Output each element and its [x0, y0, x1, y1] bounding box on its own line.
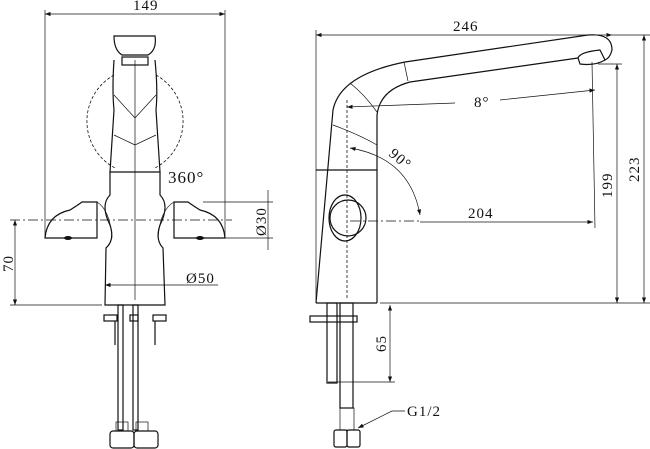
handle-height-label: 70	[1, 255, 17, 272]
outlet-vertical-line	[591, 61, 596, 229]
spout-reach-label: 204	[468, 206, 494, 222]
lever-recess	[328, 194, 362, 242]
spout-outline-top	[315, 34, 613, 304]
handle-indicator	[64, 236, 72, 240]
width-dimension-label: 149	[133, 0, 159, 14]
spout-head	[113, 35, 156, 56]
lever-knob	[329, 199, 367, 237]
handle-joint	[96, 201, 175, 239]
spout-outline-bottom	[376, 57, 579, 303]
spout-angle-label: 8°	[474, 95, 490, 111]
outlet-height-label: 199	[600, 173, 616, 199]
handle-diameter-label: Ø30	[254, 207, 270, 236]
total-height-label: 223	[627, 157, 643, 183]
reach-total-label: 246	[453, 19, 479, 35]
angle-line	[346, 102, 456, 109]
lever-angle-arc	[349, 146, 422, 216]
shank-length-label: 65	[374, 335, 390, 352]
spout-aerator	[577, 49, 606, 66]
body-contour	[332, 82, 378, 146]
rotation-circle	[86, 74, 184, 169]
rotation-label: 360°	[168, 168, 204, 187]
angle-line	[499, 88, 596, 101]
spout-joint	[403, 61, 409, 82]
lever-angle-label: 90°	[385, 146, 414, 174]
shank-and-hose	[309, 302, 361, 448]
side-view: 246 8° 90° 204 199 223 65	[309, 19, 650, 448]
front-view: 149 360° 70 Ø30 Ø50	[1, 0, 273, 449]
left-handle	[44, 201, 98, 239]
thread-label: G1/2	[407, 404, 441, 420]
right-handle	[173, 201, 226, 239]
thread-leader-line	[357, 410, 405, 429]
base-diameter-label: Ø50	[186, 271, 215, 287]
supply-hoses	[103, 304, 167, 449]
